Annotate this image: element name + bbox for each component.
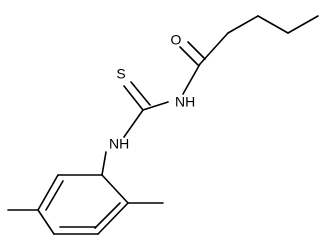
amide-nh-label: NH (175, 94, 195, 110)
bond-thiocarbonyl-double-b (130, 81, 151, 106)
sulfur-atom-label: S (116, 66, 125, 82)
bond-c5-c4 (287, 15, 319, 34)
ring-bond-5 (37, 174, 59, 211)
bond-carbonyl-double-a (179, 46, 199, 66)
ring-bond-2 (97, 202, 129, 235)
oxygen-atom-label: O (171, 32, 182, 48)
bond-c2-c1 (199, 32, 229, 65)
bond-c3-c2 (227, 15, 259, 34)
bond-thiocarbonyl-n (123, 109, 144, 138)
bond-c4-c3 (257, 15, 289, 34)
ring-inner-bond-2 (45, 180, 64, 211)
bond-thiocarbonyl-double-a (123, 85, 144, 111)
ring-bond-1 (101, 174, 129, 204)
thioamide-nh-label: NH (109, 136, 129, 152)
bond-carbonyl-double-b (187, 41, 206, 60)
bond-n-thiocarbonyl (142, 101, 169, 111)
bond-n-aryl (101, 151, 107, 176)
ring-inner-bond-1 (94, 202, 121, 229)
ring-bond-4 (37, 209, 55, 235)
bond-carbonyl-n (182, 63, 201, 95)
